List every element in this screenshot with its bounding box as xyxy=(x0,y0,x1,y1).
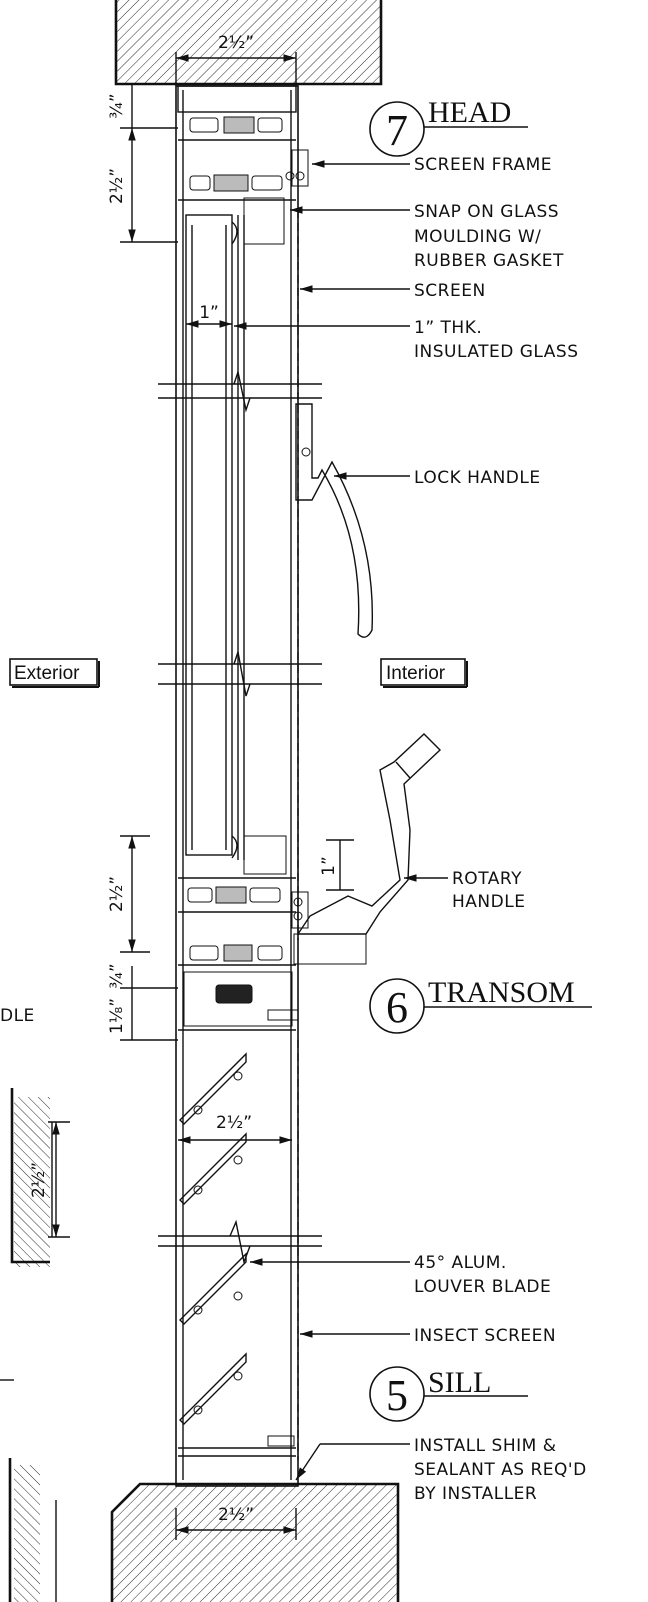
dim-louver-width: 2½” xyxy=(216,1113,252,1133)
head-number: 7 xyxy=(386,106,408,155)
interior-text: Interior xyxy=(386,663,446,684)
callout-louver-2: LOUVER BLADE xyxy=(414,1277,551,1297)
exterior-text: Exterior xyxy=(14,663,80,684)
callout-screen: SCREEN xyxy=(414,281,486,301)
left-partial-detail xyxy=(0,1088,57,1602)
callout-screen-frame: SCREEN FRAME xyxy=(414,155,552,175)
dim-head-two-half: 2½” xyxy=(107,168,127,204)
section-marker-transom: 6 TRANSOM xyxy=(369,976,592,1034)
rotary-handle xyxy=(293,733,442,965)
callout-snap-on-1: SNAP ON GLASS xyxy=(414,202,559,222)
callout-snap-on-3: RUBBER GASKET xyxy=(414,251,564,271)
callout-install-3: BY INSTALLER xyxy=(414,1484,537,1504)
window-frame xyxy=(175,85,299,1487)
section-marker-head: 7 HEAD xyxy=(369,96,528,157)
leader-lines xyxy=(234,160,448,1481)
callout-rotary-2: HANDLE xyxy=(452,892,525,912)
dim-transom-three-quarter: ¾” xyxy=(107,963,127,988)
dim-glass-one: 1” xyxy=(199,303,219,323)
callout-rotary-1: ROTARY xyxy=(452,869,522,889)
callout-lock-handle: LOCK HANDLE xyxy=(414,468,541,488)
callout-glass-1: 1” THK. xyxy=(414,318,482,338)
dim-transom-one-eighth: 1⅛” xyxy=(107,998,127,1034)
exterior-label: Exterior xyxy=(9,658,100,688)
dim-sill-width: 2½” xyxy=(218,1505,254,1525)
lock-handle xyxy=(295,403,374,638)
callout-glass-2: INSULATED GLASS xyxy=(414,342,579,362)
callout-install-2: SEALANT AS REQ'D xyxy=(414,1460,587,1480)
break-lines xyxy=(158,369,322,1265)
head-title: HEAD xyxy=(428,96,511,129)
callout-louver-1: 45° ALUM. xyxy=(414,1253,507,1273)
louver-blades xyxy=(179,1052,247,1425)
sill-frame-profile xyxy=(178,1435,296,1457)
callout-snap-on-2: MOULDING W/ xyxy=(414,227,541,247)
head-frame-profile xyxy=(177,85,309,245)
head-wall xyxy=(114,0,383,86)
sill-wall xyxy=(110,1482,400,1602)
dim-side-two-half: 2½” xyxy=(29,1162,49,1198)
dim-head-width: 2½” xyxy=(218,33,254,53)
dim-transom-two-half: 2½” xyxy=(107,876,127,912)
callout-install-1: INSTALL SHIM & xyxy=(414,1436,556,1456)
transom-number: 6 xyxy=(386,983,408,1032)
interior-label: Interior xyxy=(380,658,468,688)
transom-frame-profile xyxy=(178,835,309,1031)
transom-title: TRANSOM xyxy=(428,976,575,1009)
callout-insect-screen: INSECT SCREEN xyxy=(414,1326,556,1346)
callout-partial-left: DLE xyxy=(0,1006,35,1026)
sill-title: SILL xyxy=(428,1366,491,1399)
dimension-text: 2½” ¾” 2½” 1” 2½” ¾” 1⅛” 1” 2½” 2½” 2½” xyxy=(29,33,339,1525)
section-marker-sill: 5 SILL xyxy=(369,1366,528,1422)
dimension-lines xyxy=(48,52,354,1540)
dim-rotary-one: 1” xyxy=(319,856,339,876)
dim-head-three-quarter: ¾” xyxy=(107,93,127,118)
callouts: SCREEN FRAME SNAP ON GLASS MOULDING W/ R… xyxy=(0,155,587,1504)
sill-number: 5 xyxy=(386,1371,408,1420)
